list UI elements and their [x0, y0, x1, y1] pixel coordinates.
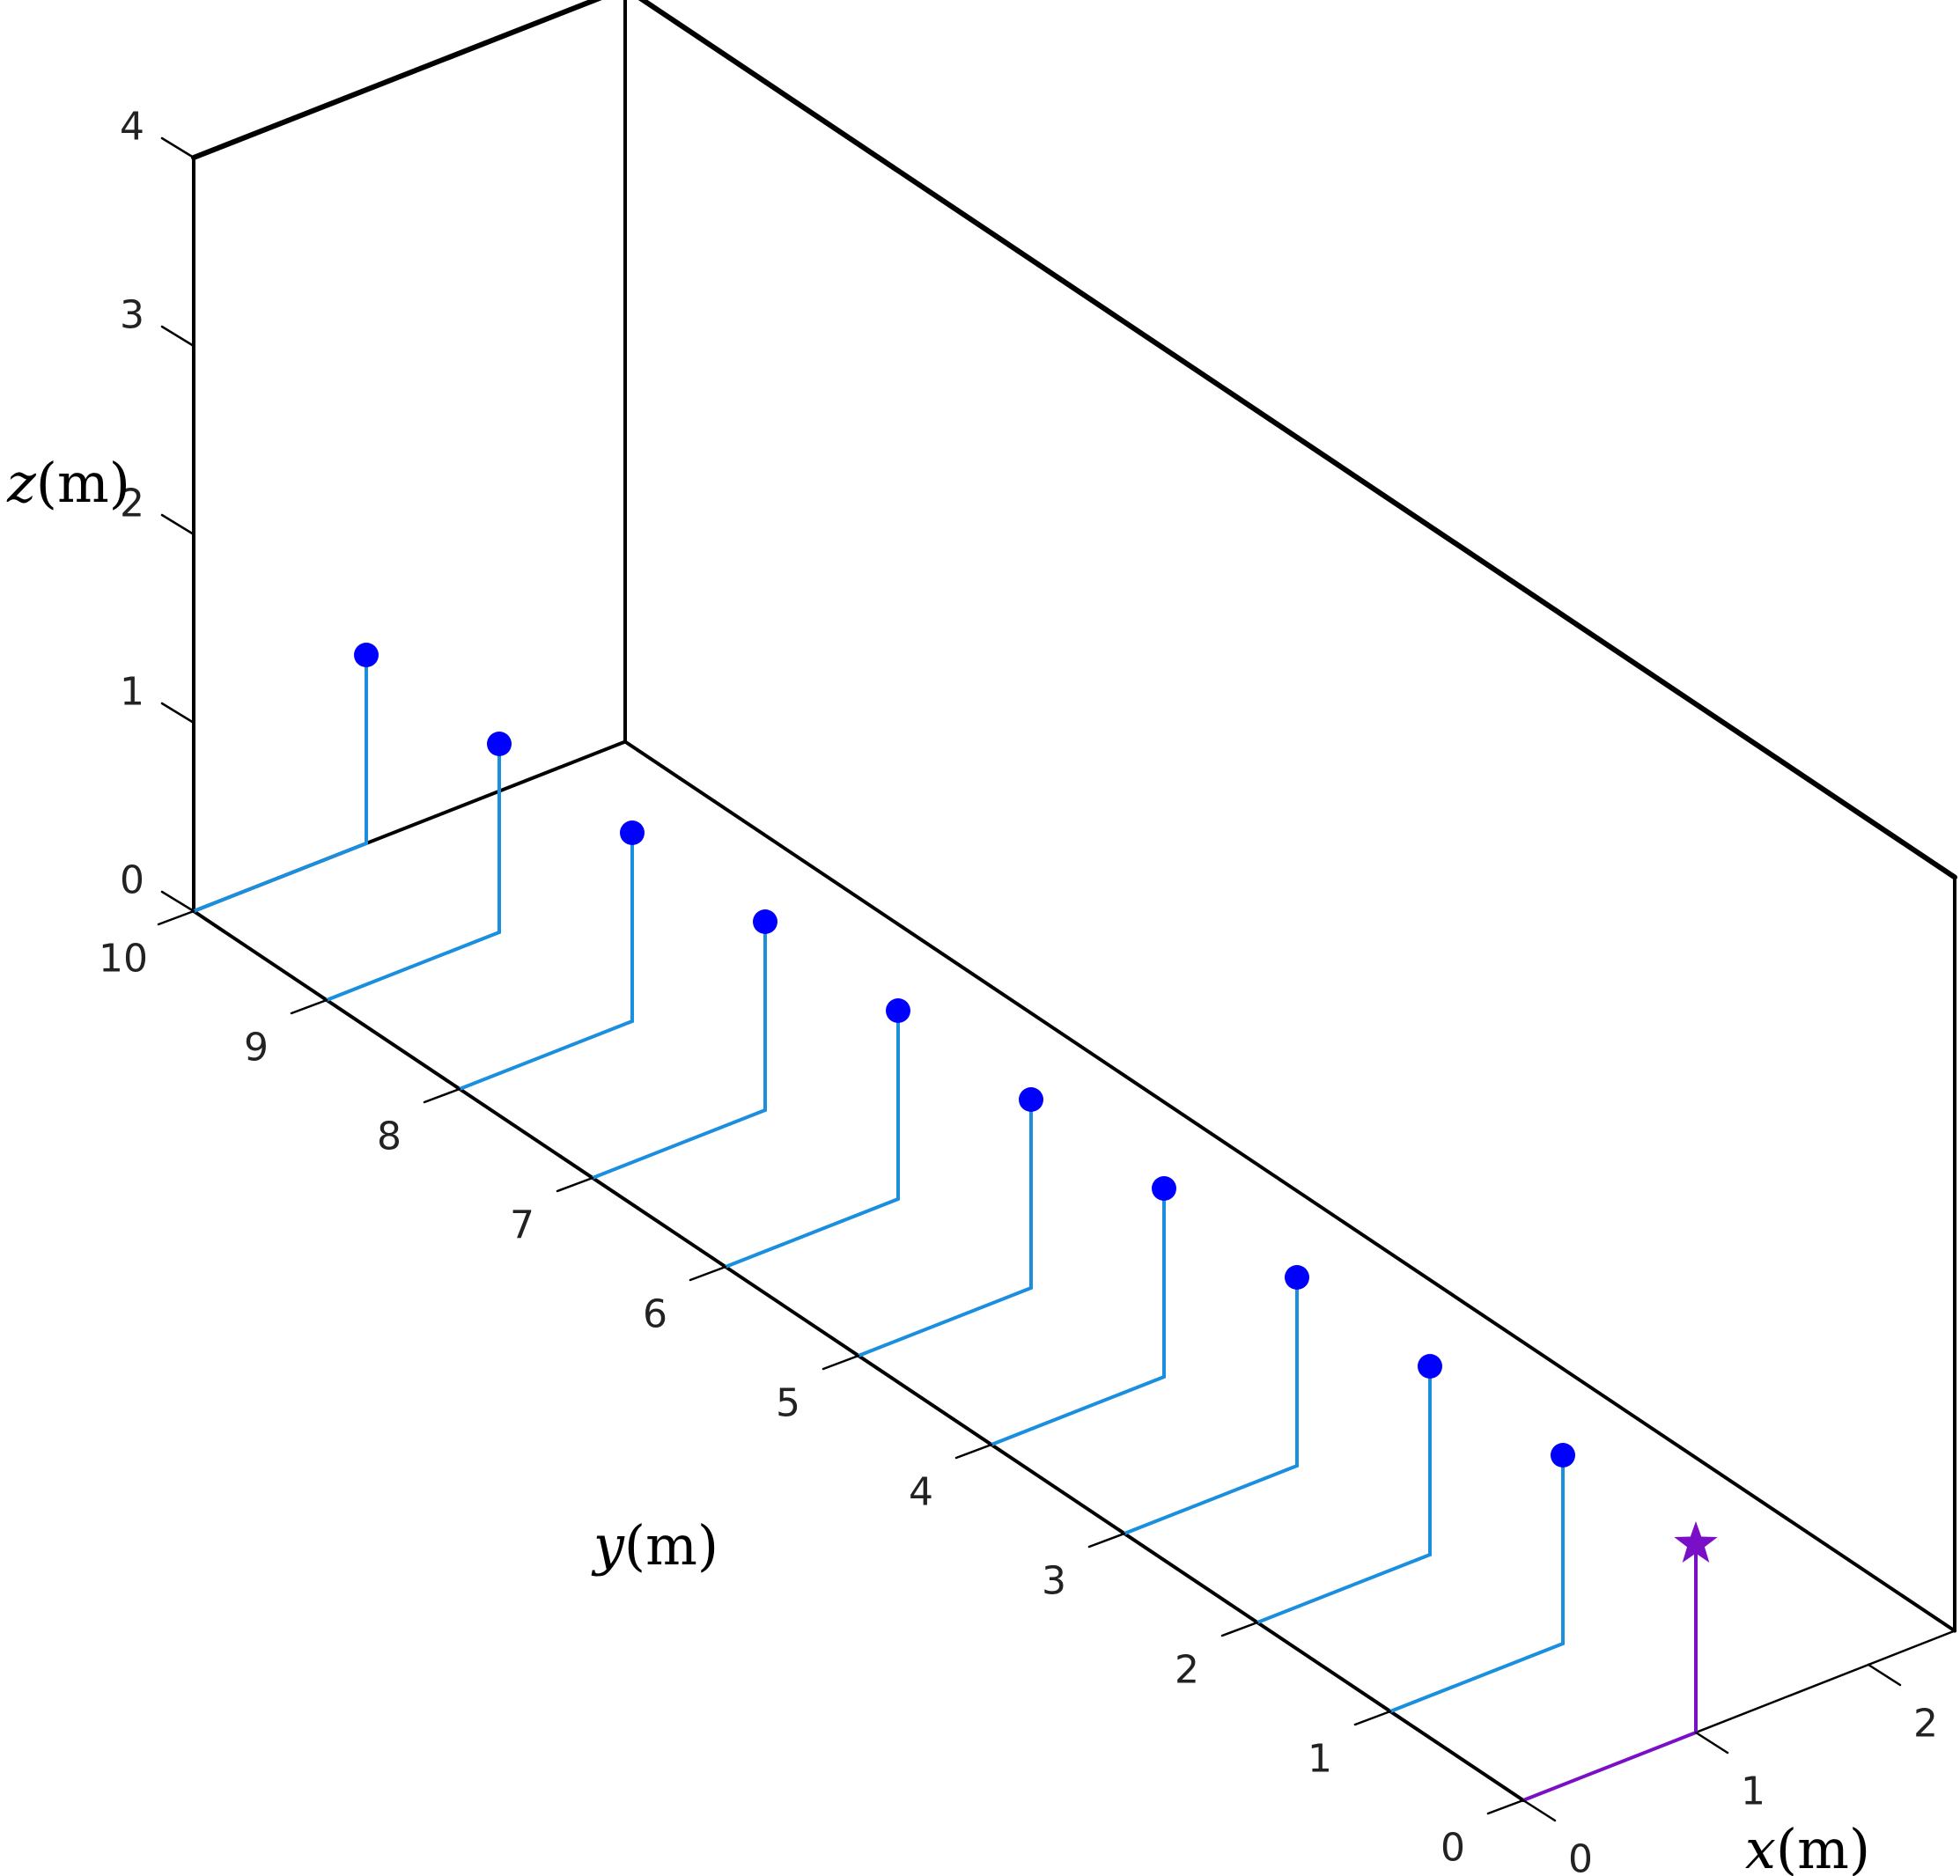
stem-line-0-9	[193, 655, 368, 913]
axis-labels-layer: y(m) x(m) z(m)	[6, 451, 1870, 1876]
stem-line-0-4	[858, 1100, 1033, 1357]
x-tick-label-2: 2	[1913, 1702, 1938, 1747]
y-tick-label-5: 5	[776, 1381, 800, 1426]
y-tick-label-2: 2	[1175, 1648, 1199, 1693]
stem-line-0-5	[725, 1011, 900, 1269]
y-tick-label-6: 6	[643, 1292, 667, 1337]
z-tick-label-2: 2	[120, 482, 144, 526]
circle-marker-7	[620, 820, 645, 845]
stem-line-0-8	[326, 744, 501, 1002]
y-tick-label-7: 7	[510, 1203, 534, 1248]
y-tick-label-1: 1	[1308, 1737, 1332, 1782]
z-tick-label-1: 1	[120, 670, 144, 715]
stems-layer	[193, 643, 1718, 1802]
y-tick-label-3: 3	[1042, 1559, 1066, 1604]
ticks-layer: 0 1 2 3 4 5 6 7 8 9 10 0 1 2 0 1 2 3 4	[99, 105, 1938, 1876]
z-tick-mark-4	[160, 136, 195, 159]
stem-line-0-2	[1124, 1277, 1299, 1535]
x-tick-label-0: 0	[1568, 1837, 1593, 1876]
y-tick-label-4: 4	[909, 1470, 933, 1515]
y-tick-mark-8	[423, 1087, 461, 1104]
star-marker-0	[1674, 1521, 1718, 1563]
y-tick-mark-2	[1220, 1621, 1259, 1637]
stem-line-0-3	[991, 1188, 1166, 1446]
circle-marker-1	[1418, 1354, 1442, 1379]
stem-line-0-7	[459, 833, 634, 1091]
y-tick-mark-5	[822, 1354, 860, 1371]
z-tick-mark-0	[160, 890, 195, 913]
stem-line-1-0	[1522, 1544, 1698, 1802]
y-tick-mark-9	[290, 998, 328, 1015]
y-tick-label-8: 8	[377, 1115, 402, 1159]
circle-marker-4	[1019, 1087, 1043, 1112]
y-tick-label-10: 10	[99, 937, 148, 982]
circle-marker-8	[487, 732, 512, 756]
circle-marker-6	[753, 909, 777, 934]
z-tick-mark-1	[160, 702, 195, 725]
y-tick-mark-6	[689, 1265, 727, 1282]
y-tick-mark-10	[157, 909, 195, 926]
top-edge-left	[191, 0, 602, 160]
stem-line-0-6	[592, 922, 767, 1180]
circle-marker-0	[1551, 1443, 1575, 1468]
y-axis-label: y(m)	[591, 1513, 718, 1578]
circle-marker-3	[1152, 1176, 1176, 1201]
z-axis-label: z(m)	[6, 451, 130, 515]
y-tick-label-9: 9	[244, 1026, 269, 1070]
y-tick-mark-3	[1087, 1532, 1126, 1549]
stem-line-0-0	[1389, 1455, 1565, 1713]
x-axis-label: x(m)	[1745, 1817, 1870, 1876]
floor-edge-y-back	[623, 739, 1956, 1633]
y-tick-mark-7	[556, 1176, 594, 1193]
z-tick-label-4: 4	[120, 105, 144, 150]
top-edge-back	[637, 0, 1957, 880]
z-tick-label-0: 0	[120, 858, 144, 903]
x-tick-mark-1	[1694, 1731, 1729, 1755]
circle-marker-9	[354, 643, 379, 667]
stem-line-0-1	[1256, 1366, 1432, 1624]
circle-marker-2	[1285, 1265, 1309, 1290]
y-tick-mark-4	[954, 1443, 993, 1460]
x-tick-label-1: 1	[1741, 1769, 1765, 1814]
y-tick-mark-1	[1353, 1710, 1392, 1726]
circle-marker-5	[886, 998, 910, 1023]
y-tick-label-0: 0	[1441, 1826, 1465, 1871]
axes-box	[191, 0, 1957, 1802]
y-tick-mark-0	[1486, 1799, 1525, 1815]
z-tick-label-3: 3	[120, 293, 144, 338]
x-tick-mark-2	[1867, 1663, 1902, 1687]
z-tick-mark-2	[160, 513, 195, 536]
z-tick-mark-3	[160, 325, 195, 348]
x-tick-mark-0	[1522, 1799, 1557, 1822]
